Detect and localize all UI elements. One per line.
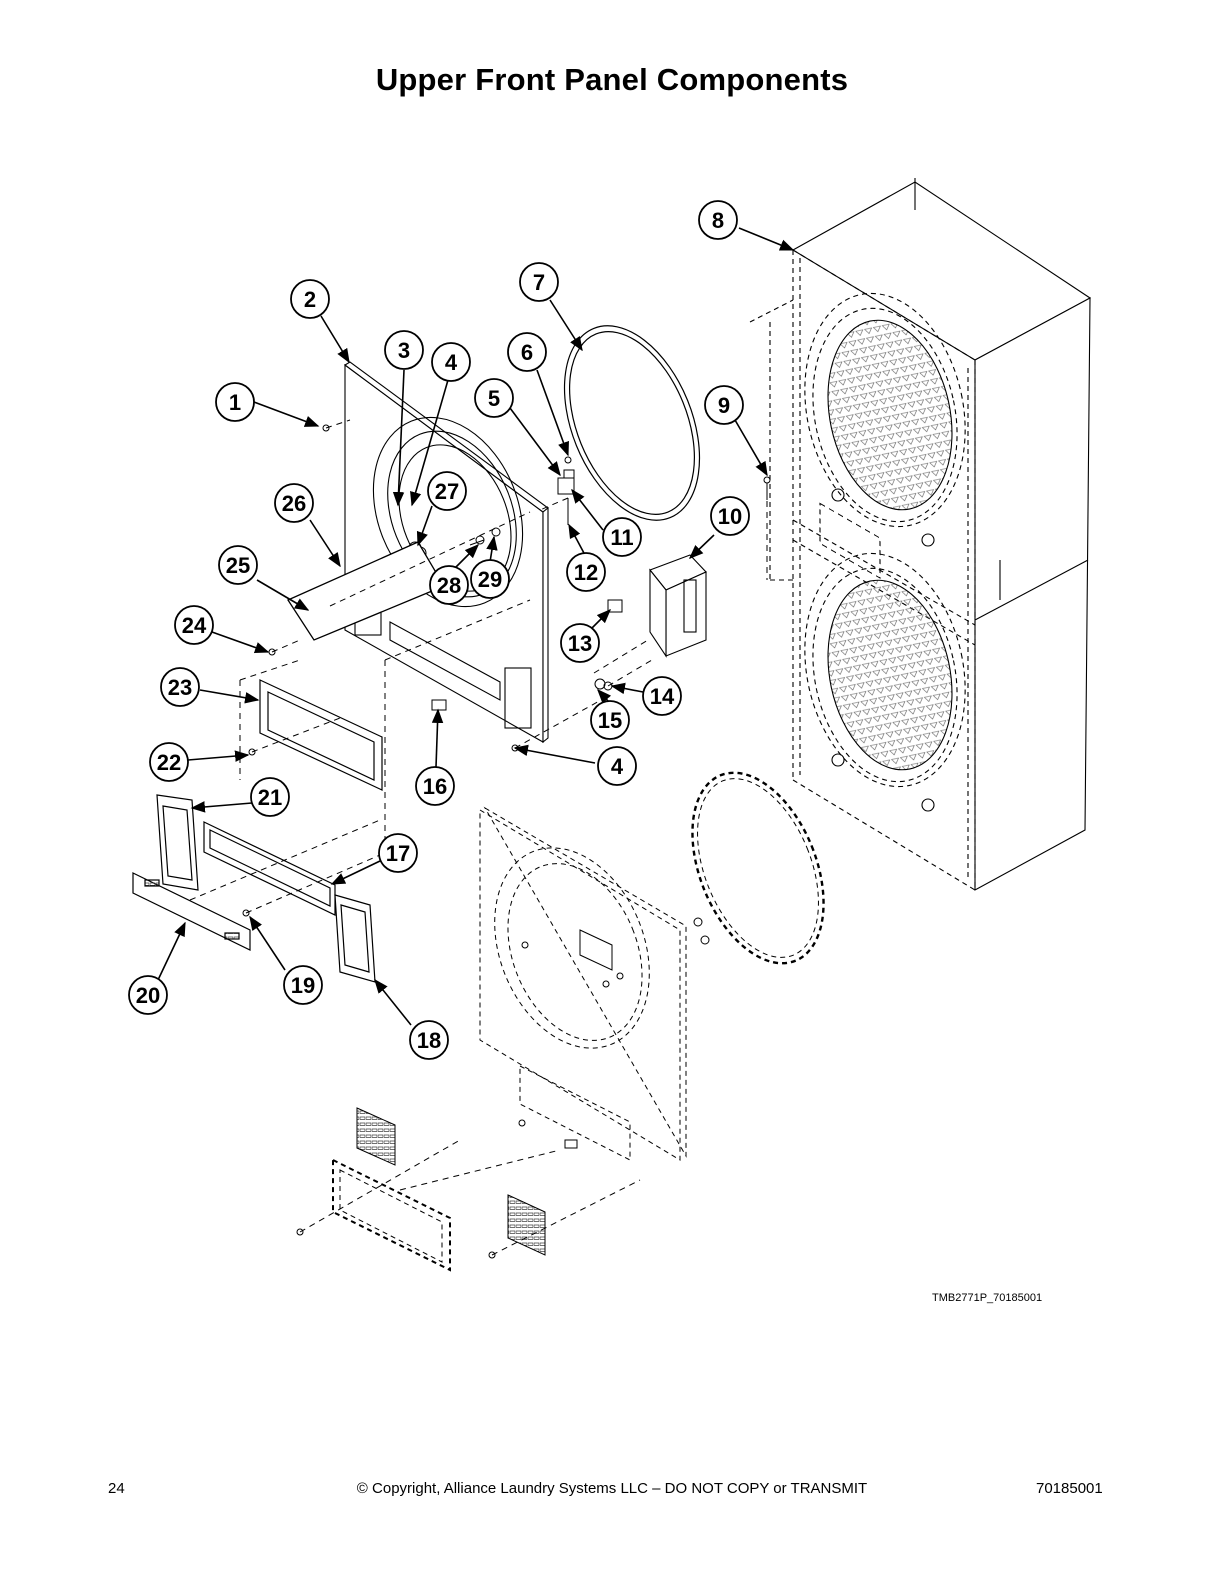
svg-text:27: 27 <box>435 479 459 504</box>
callout-27: 27 <box>427 471 467 511</box>
svg-text:1: 1 <box>229 390 241 415</box>
callout-18: 18 <box>409 1020 449 1060</box>
callout-20: 20 <box>128 975 168 1015</box>
exploded-view-lines <box>189 419 768 1256</box>
lower-small-parts <box>296 917 710 1259</box>
callout-4: 4 <box>431 342 471 382</box>
callout-14: 14 <box>642 676 682 716</box>
callout-9: 9 <box>704 385 744 425</box>
svg-text:18: 18 <box>417 1028 441 1053</box>
front-panel <box>344 361 549 744</box>
callout-leaders <box>157 227 795 1026</box>
callout-3: 3 <box>384 330 424 370</box>
callout-28: 28 <box>429 565 469 605</box>
svg-text:28: 28 <box>437 573 461 598</box>
callout-5: 5 <box>474 378 514 418</box>
svg-text:5: 5 <box>488 386 500 411</box>
page-title: Upper Front Panel Components <box>375 62 849 97</box>
bezel-frames <box>132 679 383 983</box>
svg-text:19: 19 <box>291 973 315 998</box>
callout-bubbles: 1 2 3 4 5 6 7 8 9 10 11 12 13 14 15 16 1… <box>128 200 750 1060</box>
svg-text:20: 20 <box>136 983 160 1008</box>
document-number: 70185001 <box>1036 1480 1103 1497</box>
callout-11: 11 <box>602 517 642 557</box>
svg-text:10: 10 <box>718 504 742 529</box>
callout-25: 25 <box>218 545 258 585</box>
svg-text:15: 15 <box>598 708 622 733</box>
callout-29: 29 <box>470 559 510 599</box>
svg-text:4: 4 <box>611 754 624 779</box>
page-number: 24 <box>108 1480 125 1497</box>
door-ring-gasket <box>563 325 701 521</box>
callout-12: 12 <box>566 552 606 592</box>
svg-text:7: 7 <box>533 270 545 295</box>
svg-text:29: 29 <box>478 567 502 592</box>
svg-text:22: 22 <box>157 750 181 775</box>
svg-text:24: 24 <box>182 613 207 638</box>
svg-text:14: 14 <box>650 684 675 709</box>
svg-text:21: 21 <box>258 785 282 810</box>
callout-1: 1 <box>215 382 255 422</box>
callout-6: 6 <box>507 332 547 372</box>
lower-front-panel <box>332 771 825 1272</box>
svg-text:25: 25 <box>226 553 250 578</box>
svg-text:26: 26 <box>282 491 306 516</box>
svg-text:12: 12 <box>574 560 598 585</box>
callout-19: 19 <box>283 965 323 1005</box>
callout-4-lower: 4 <box>597 746 637 786</box>
callout-21: 21 <box>250 777 290 817</box>
callout-7: 7 <box>519 262 559 302</box>
svg-text:23: 23 <box>168 675 192 700</box>
callout-8: 8 <box>698 200 738 240</box>
copyright-notice: © Copyright, Alliance Laundry Systems LL… <box>356 1480 868 1497</box>
control-box <box>649 554 707 658</box>
callout-15: 15 <box>590 700 630 740</box>
drawing-id: TMB2771P_70185001 <box>932 1292 1043 1304</box>
dryer-cabinet <box>749 178 1092 891</box>
callout-24: 24 <box>174 605 214 645</box>
svg-text:6: 6 <box>521 340 533 365</box>
svg-text:2: 2 <box>304 287 316 312</box>
callout-17: 17 <box>378 833 418 873</box>
callout-26: 26 <box>274 483 314 523</box>
callout-16: 16 <box>415 766 455 806</box>
callout-23: 23 <box>160 667 200 707</box>
callout-2: 2 <box>290 279 330 319</box>
svg-text:13: 13 <box>568 631 592 656</box>
svg-text:17: 17 <box>386 841 410 866</box>
svg-text:11: 11 <box>610 525 633 550</box>
callout-22: 22 <box>149 742 189 782</box>
svg-text:3: 3 <box>398 338 410 363</box>
callout-10: 10 <box>710 496 750 536</box>
svg-text:4: 4 <box>445 350 458 375</box>
svg-text:9: 9 <box>718 393 730 418</box>
svg-text:8: 8 <box>712 208 724 233</box>
callout-13: 13 <box>560 623 600 663</box>
svg-text:16: 16 <box>423 774 447 799</box>
